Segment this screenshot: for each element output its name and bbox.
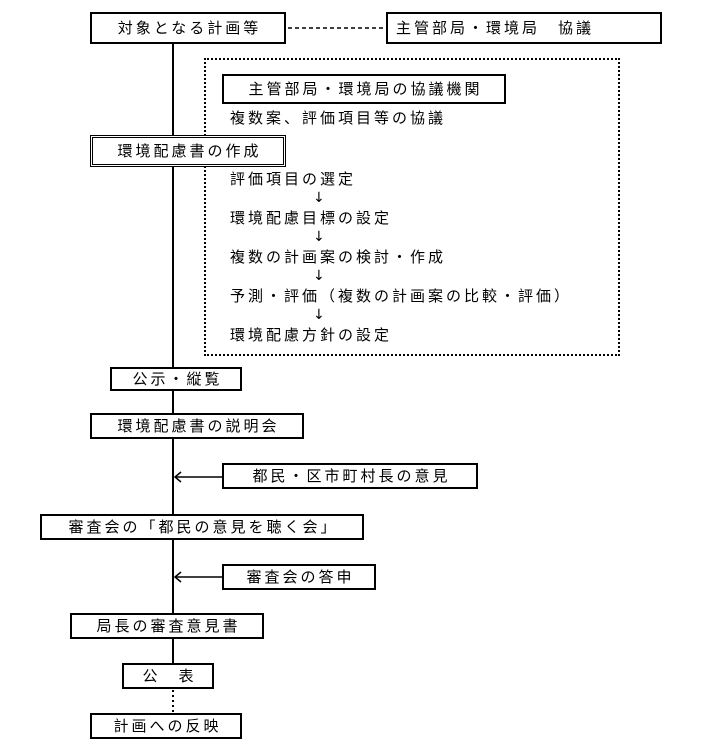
citizen-opinion-arrowhead [173, 471, 182, 483]
step-predict-evaluate: 予測・評価（複数の計画案の比較・評価） [230, 287, 573, 305]
step-select-items: 評価項目の選定 [230, 170, 357, 188]
director-opinion-box: 局長の審査意見書 [70, 613, 264, 639]
reflection-box: 計画への反映 [90, 713, 242, 739]
step-arrow-3: ↓ [313, 268, 325, 284]
step-arrow-1: ↓ [313, 190, 325, 206]
briefing-box: 環境配慮書の説明会 [90, 413, 304, 439]
step-draft-plans: 複数の計画案の検討・作成 [230, 248, 447, 266]
hearing-box: 審査会の「都民の意見を聴く会」 [40, 514, 364, 540]
citizen-opinions-box: 都民・区市町村長の意見 [222, 463, 478, 489]
target-plan-box: 対象となる計画等 [90, 12, 286, 44]
step-set-policy: 環境配慮方針の設定 [230, 326, 393, 344]
step-arrow-4: ↓ [313, 307, 325, 323]
create-report-box: 環境配慮書の作成 [90, 135, 286, 167]
council-report-box: 審査会の答申 [222, 564, 376, 590]
council-report-arrowhead [173, 571, 182, 583]
consultation-body-box: 主管部局・環境局の協議機関 [222, 74, 506, 104]
consultation-region [204, 58, 620, 356]
department-consultation-box: 主管部局・環境局 協議 [386, 12, 662, 44]
announcement-box: 公 表 [122, 663, 214, 689]
step-arrow-2: ↓ [313, 229, 325, 245]
public-notice-box: 公示・縦覧 [110, 367, 242, 391]
consultation-subject-text: 複数案、評価項目等の協議 [230, 109, 447, 127]
step-set-targets: 環境配慮目標の設定 [230, 209, 393, 227]
